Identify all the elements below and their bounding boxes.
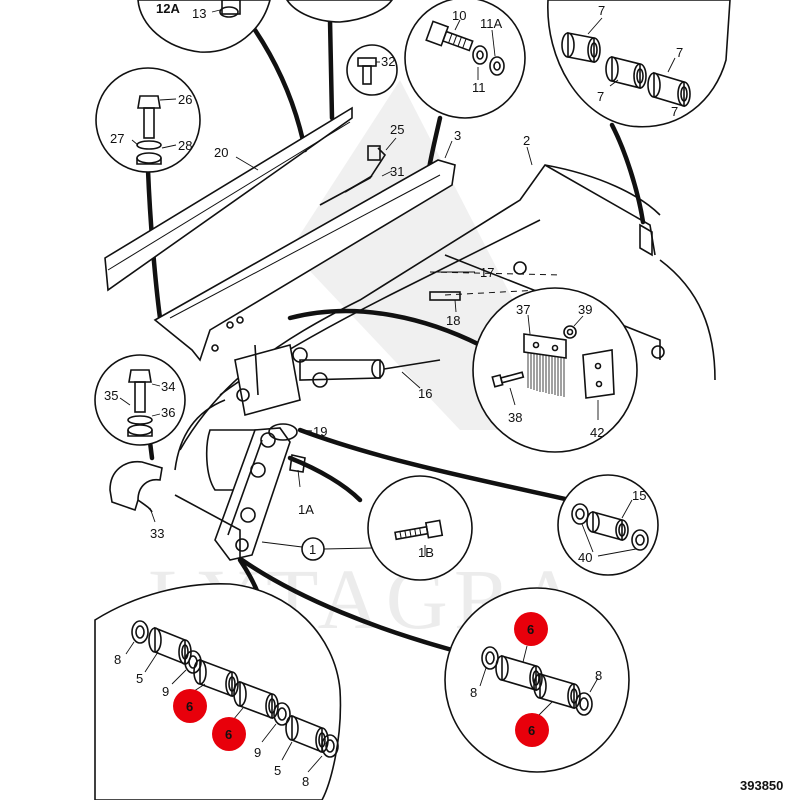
drawing-number: 393850 [740,778,783,793]
detail-bushings-7 [547,0,731,128]
highlight-6-left-a[interactable]: 6 [173,689,207,723]
label-25: 25 [390,122,404,137]
label-1b: 1B [418,545,434,560]
label-7c: 7 [597,89,604,104]
label-36: 36 [161,405,175,420]
label-11a: 11A [480,16,502,31]
label-35: 35 [104,388,118,403]
highlight-label: 6 [186,699,193,714]
label-15: 15 [632,488,646,503]
label-1: 1 [309,542,316,557]
detail-screw-32 [346,44,398,96]
detail-bushing-15 [557,474,659,576]
detail-bolt-34 [94,354,186,446]
label-31: 31 [390,164,404,179]
label-5-left-a: 5 [136,671,143,686]
label-39: 39 [578,302,592,317]
label-8-left-a: 8 [114,652,121,667]
label-10: 10 [452,8,466,23]
label-8-right-a: 8 [470,685,477,700]
label-17: 17 [480,265,494,280]
loader-arm-frame [104,106,716,561]
highlight-label: 6 [528,723,535,738]
detail-scraper-37 [472,287,638,453]
label-1a: 1A [298,502,314,517]
label-13: 13 [192,6,206,21]
detail-12a [137,0,271,53]
label-33: 33 [150,526,164,541]
label-26: 26 [178,92,192,107]
highlight-label: 6 [527,622,534,637]
highlight-6-right-b[interactable]: 6 [515,713,549,747]
label-3: 3 [454,128,461,143]
part-bracket-33 [109,461,163,523]
frame-leaders [235,137,533,488]
label-38: 38 [508,410,522,425]
label-11: 11 [472,80,486,95]
label-19: 19 [313,424,327,439]
label-9-left-a: 9 [162,684,169,699]
label-16: 16 [418,386,432,401]
label-28: 28 [178,138,192,153]
label-18: 18 [446,313,460,328]
detail-bolt-10 [404,0,526,119]
label-37: 37 [516,302,530,317]
label-20: 20 [214,145,228,160]
detail-bushings-right [444,587,630,773]
highlight-6-left-b[interactable]: 6 [212,717,246,751]
detail-bolt-1b [261,475,473,581]
detail-bushings-left [94,583,342,800]
label-7b: 7 [676,45,683,60]
leader-bands [145,17,646,653]
detail-top-circle [286,0,393,23]
highlight-6-right-a[interactable]: 6 [514,612,548,646]
label-42: 42 [590,425,604,440]
label-32: 32 [381,54,395,69]
label-7a: 7 [598,3,605,18]
highlight-label: 6 [225,727,232,742]
label-27: 27 [110,131,124,146]
label-2: 2 [523,133,530,148]
label-8-right-b: 8 [595,668,602,683]
label-5-left-b: 5 [274,763,281,778]
label-12a: 12A [156,1,180,16]
label-9-left-b: 9 [254,745,261,760]
label-7d: 7 [671,104,678,119]
detail-bolt-26 [95,67,201,173]
label-40: 40 [578,550,592,565]
label-8-left-b: 8 [302,774,309,789]
label-34: 34 [161,379,175,394]
